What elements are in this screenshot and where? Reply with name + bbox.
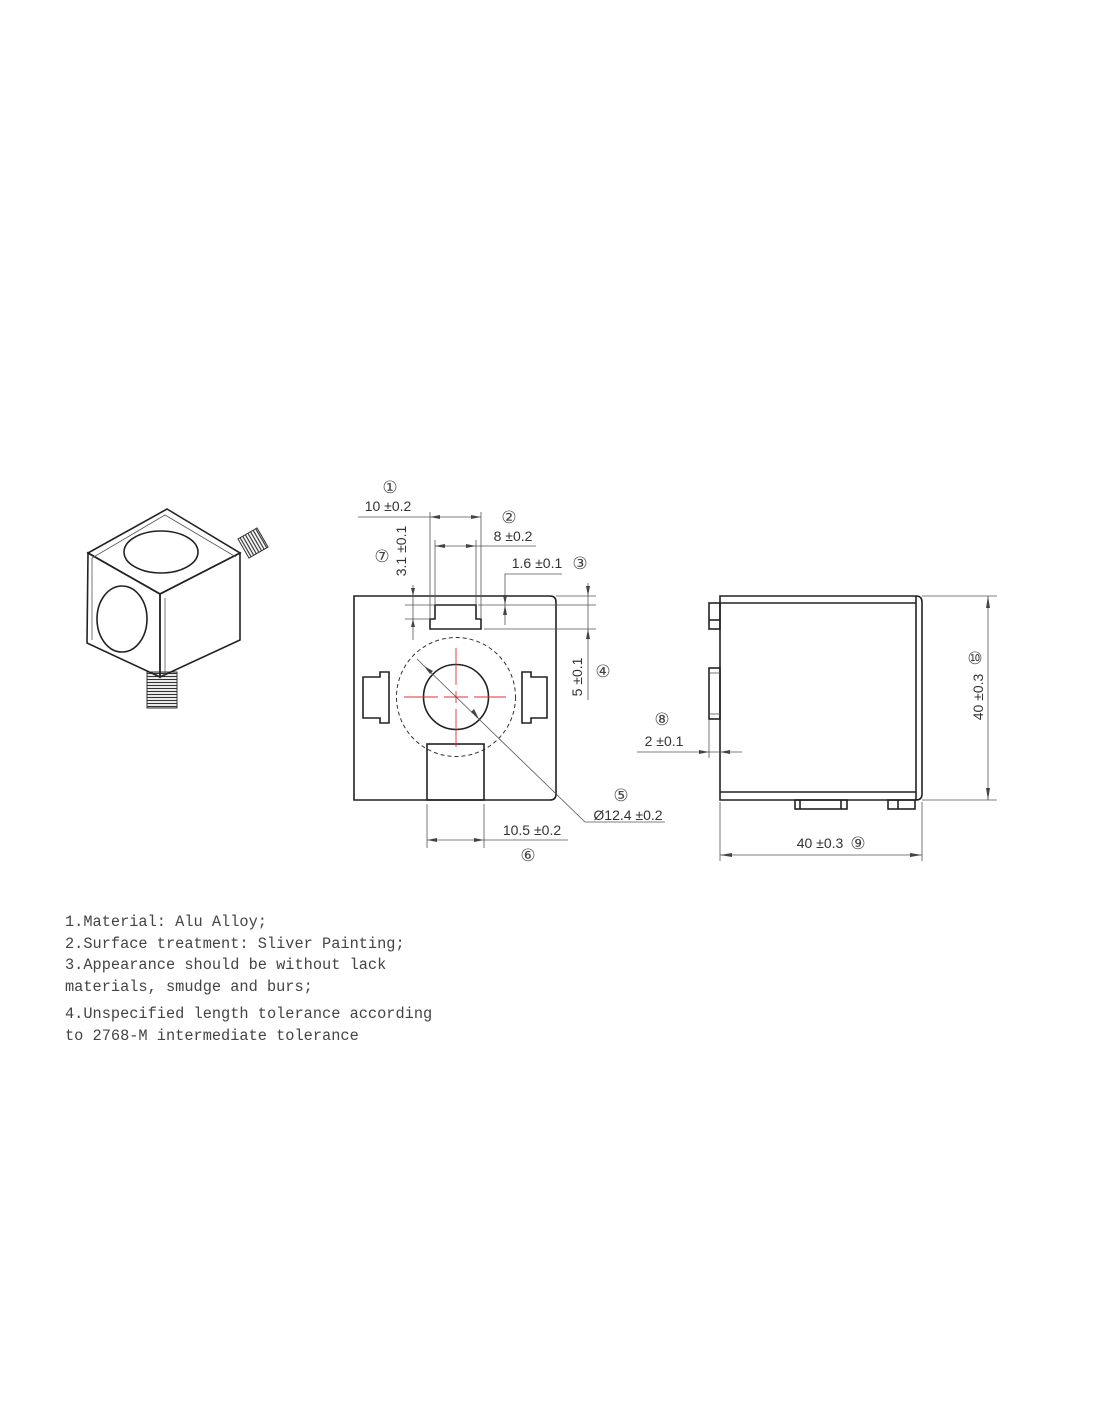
dim5-label: ⑤ (613, 786, 628, 806)
dim9-label: ⑨ (850, 834, 865, 854)
side-outline (719, 595, 923, 801)
dim4-label: ④ (595, 662, 610, 682)
dim2-label: ② (501, 508, 516, 528)
note-line: materials, smudge and burs; (65, 977, 313, 996)
top-slot (429, 604, 482, 630)
note-line: to 2768-M intermediate tolerance (65, 1026, 359, 1045)
dim1-label: ① (382, 478, 397, 498)
top-port-circle (123, 530, 199, 574)
front-outline (353, 595, 557, 801)
dim3-label: ③ (572, 554, 587, 574)
center-mark (404, 648, 506, 747)
cube-top-face (86, 508, 242, 595)
dim1-value: 10 ±0.2 (365, 498, 412, 514)
side-view: ⑧ 2 ±0.1 40 ±0.3 ⑨ ⑩ 40 ±0.3 (637, 595, 997, 861)
dim7-value: 3.1 ±0.1 (393, 526, 409, 577)
outer-dashed-circle (396, 637, 516, 757)
dim6-value: 10.5 ±0.2 (503, 822, 561, 838)
dim10-label: ⑩ (967, 649, 982, 669)
dim5-value: Ø12.4 ±0.2 (593, 807, 662, 823)
dim10-value: 40 ±0.3 (970, 673, 986, 720)
dim8-label: ⑧ (654, 710, 669, 730)
bottom-tab-wide (794, 799, 848, 810)
note-line: 3.Appearance should be without lack (65, 956, 387, 974)
cube-right-face (159, 551, 241, 679)
dim4-value: 5 ±0.1 (569, 657, 585, 696)
thread-fitting-side (237, 527, 269, 559)
dim3-value: 1.6 ±0.1 (512, 555, 563, 571)
thread-fitting-bottom (146, 671, 178, 709)
dim7-label: ⑦ (374, 547, 389, 567)
note-line: 4.Unspecified length tolerance according (65, 1005, 433, 1023)
front-view: ① 10 ±0.2 ② 8 ±0.2 1.6 ±0.1 ③ 5 ±0.1 ④ 3… (353, 478, 665, 866)
technical-notes: 1.Material: Alu Alloy; 2.Surface treatme… (65, 912, 432, 1047)
isometric-view (86, 508, 269, 709)
right-slot (521, 671, 548, 724)
dim9-value: 40 ±0.3 (797, 835, 844, 851)
side-tab-middle (708, 667, 721, 720)
dim2-value: 8 ±0.2 (494, 528, 533, 544)
dim6-label: ⑥ (520, 846, 535, 866)
side-port-circle (96, 585, 148, 653)
side-tab-top (708, 602, 721, 630)
left-slot (362, 671, 390, 724)
note-line: 1.Material: Alu Alloy; (65, 913, 267, 931)
bottom-tab-small (887, 799, 916, 810)
note-line: 2.Surface treatment: Sliver Painting; (65, 934, 405, 953)
bottom-slot (426, 743, 485, 801)
dim8-value: 2 ±0.1 (645, 733, 684, 749)
